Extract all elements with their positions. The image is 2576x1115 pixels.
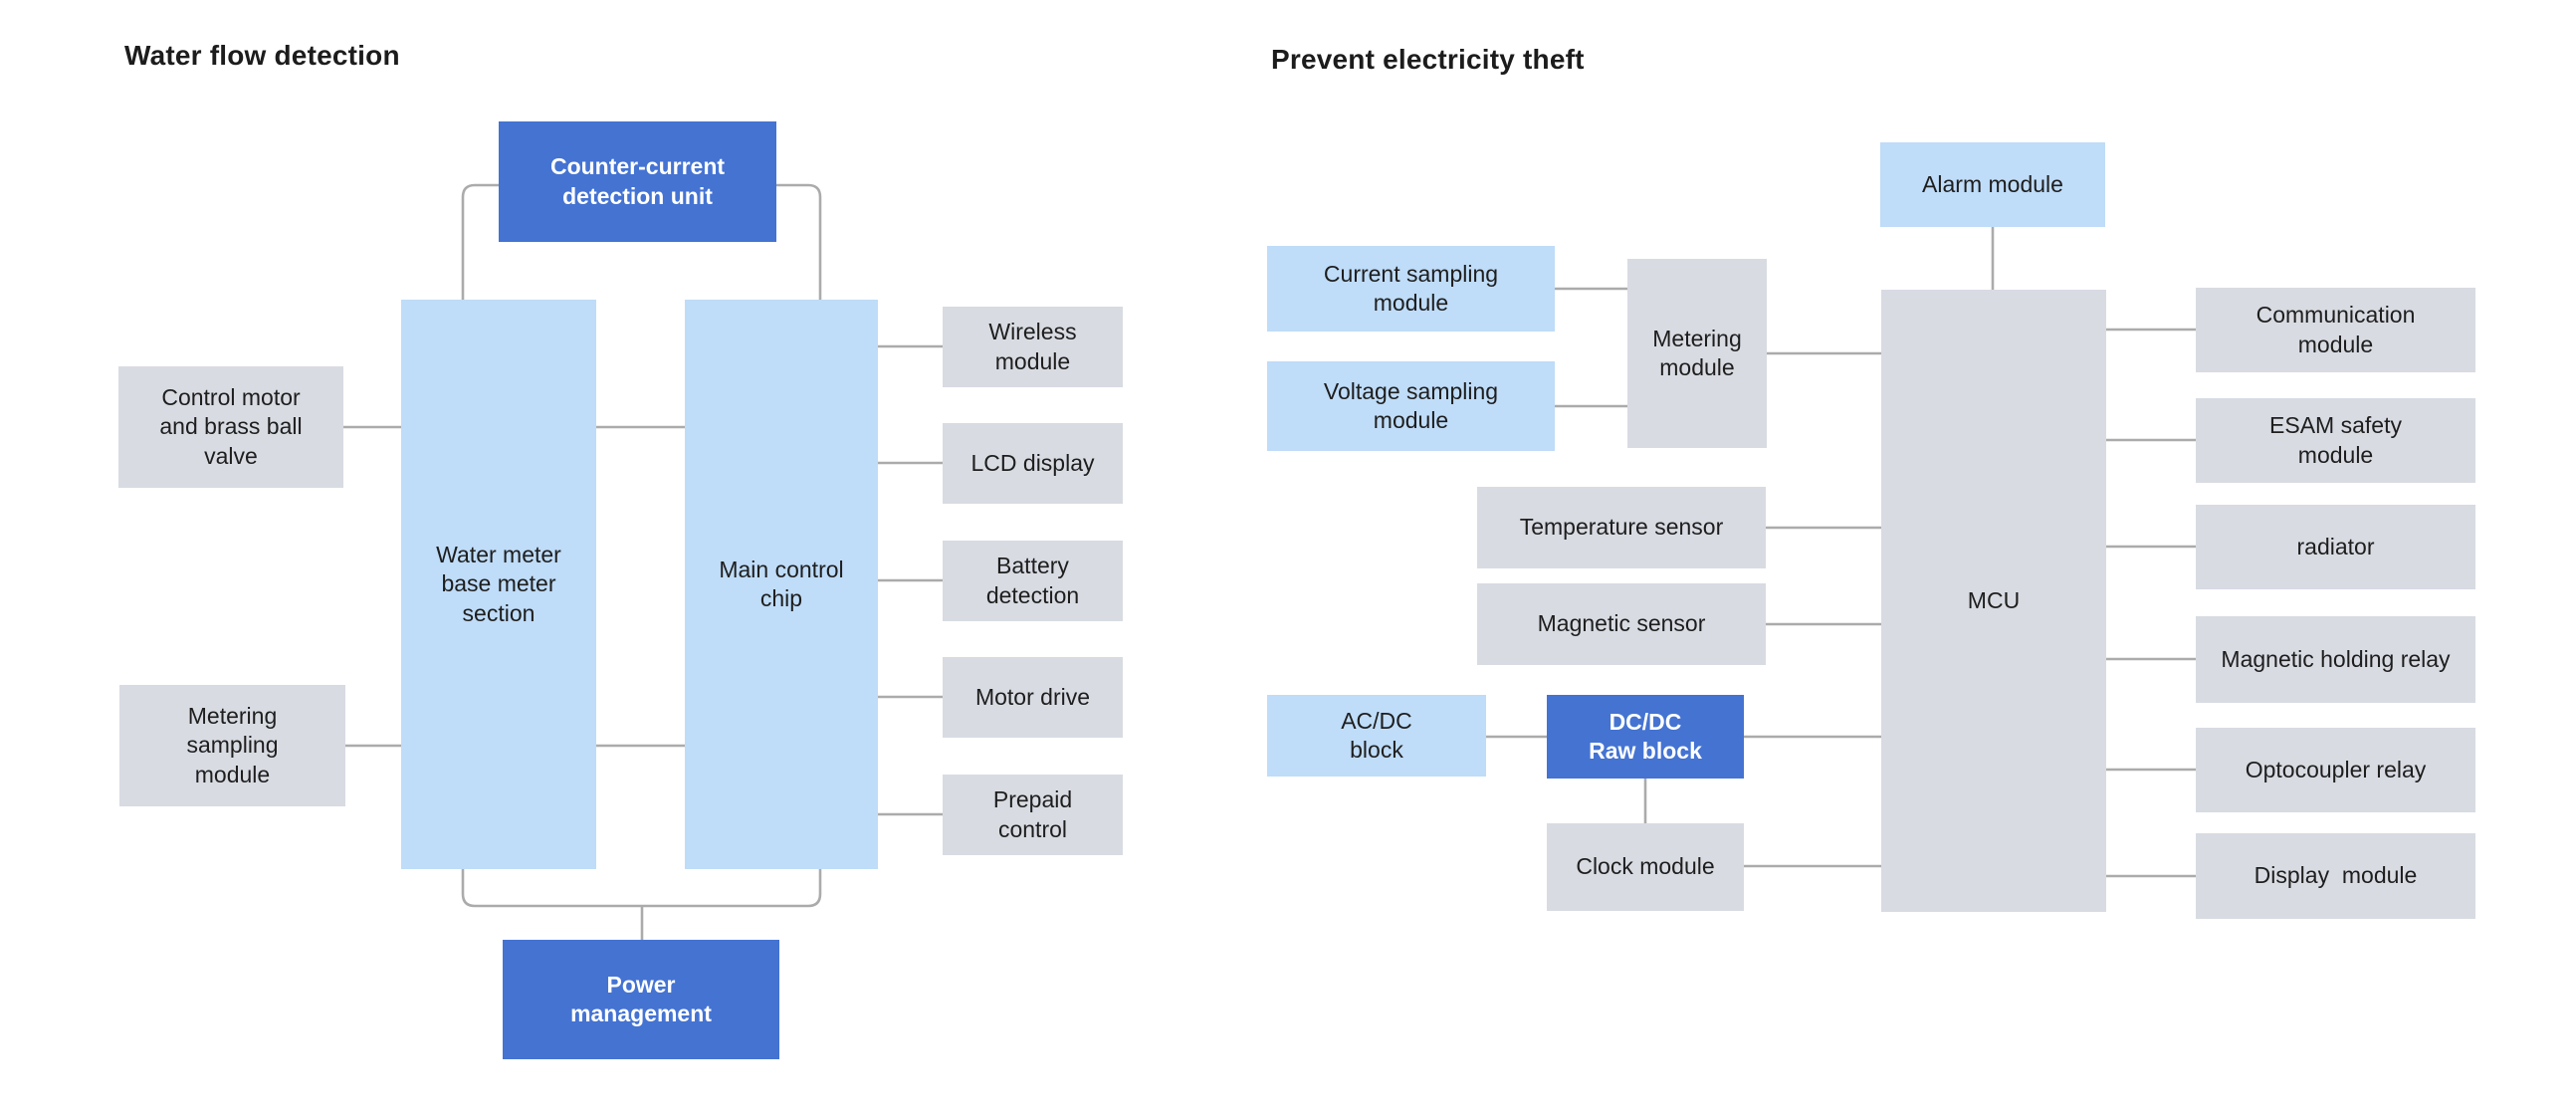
node-prepaid-control: Prepaid control xyxy=(943,775,1123,855)
node-radiator: radiator xyxy=(2196,505,2475,589)
node-label: Magnetic holding relay xyxy=(2221,645,2451,672)
node-clock-module: Clock module xyxy=(1547,823,1744,911)
node-esam-safety-module: ESAM safety module xyxy=(2196,398,2475,483)
node-metering-sampling-module: Metering sampling module xyxy=(119,685,345,806)
node-label: radiator xyxy=(2296,533,2375,559)
node-label: Control motor and brass ball valve xyxy=(159,383,303,469)
node-label: Counter-current detection unit xyxy=(549,153,726,209)
node-label: Power management xyxy=(570,971,712,1026)
node-label: Display module xyxy=(2254,862,2418,889)
node-display-module: Display module xyxy=(2196,833,2475,919)
node-magnetic-sensor: Magnetic sensor xyxy=(1477,583,1766,665)
diagram-title-electricity-theft: Prevent electricity theft xyxy=(1271,44,1585,75)
node-optocoupler-relay: Optocoupler relay xyxy=(2196,728,2475,812)
node-label: Water meter base meter section xyxy=(436,541,561,626)
node-label: ESAM safety module xyxy=(2269,412,2402,468)
edge-counter-current-to-main-chip xyxy=(776,183,822,300)
node-current-sampling-module: Current sampling module xyxy=(1267,246,1555,332)
edge-columns-to-power-bus xyxy=(461,869,822,908)
diagram-title-water-flow: Water flow detection xyxy=(124,40,400,71)
node-label: Main control chip xyxy=(719,556,844,611)
node-label: Communication module xyxy=(2255,302,2416,357)
node-label: Wireless module xyxy=(988,319,1077,374)
node-metering-module: Metering module xyxy=(1627,259,1767,448)
edge-counter-current-to-water-base xyxy=(461,183,499,300)
node-mcu: MCU xyxy=(1881,290,2106,912)
node-motor-drive: Motor drive xyxy=(943,657,1123,738)
node-water-meter-base-section: Water meter base meter section xyxy=(401,300,596,869)
node-label: Current sampling module xyxy=(1323,260,1499,316)
node-power-management: Power management xyxy=(503,940,779,1059)
node-label: AC/DC block xyxy=(1341,707,1412,763)
node-battery-detection: Battery detection xyxy=(943,541,1123,621)
node-label: Clock module xyxy=(1576,853,1715,880)
node-control-motor-brass-ball-valve: Control motor and brass ball valve xyxy=(118,366,343,488)
node-label: MCU xyxy=(1967,586,2021,613)
node-label: Battery detection xyxy=(985,553,1080,608)
node-counter-current-detection-unit: Counter-current detection unit xyxy=(499,121,776,242)
node-main-control-chip: Main control chip xyxy=(685,300,878,869)
node-alarm-module: Alarm module xyxy=(1880,142,2105,227)
node-voltage-sampling-module: Voltage sampling module xyxy=(1267,361,1555,451)
node-acdc-block: AC/DC block xyxy=(1267,695,1486,777)
node-dcdc-raw-block: DC/DC Raw block xyxy=(1547,695,1744,779)
node-label: Prepaid control xyxy=(992,786,1073,842)
node-label: Voltage sampling module xyxy=(1323,377,1499,433)
node-lcd-display: LCD display xyxy=(943,423,1123,504)
node-wireless-module: Wireless module xyxy=(943,307,1123,387)
node-label: DC/DC Raw block xyxy=(1589,708,1702,764)
node-label: Temperature sensor xyxy=(1519,514,1724,541)
node-communication-module: Communication module xyxy=(2196,288,2475,372)
node-label: LCD display xyxy=(970,449,1095,476)
node-magnetic-holding-relay: Magnetic holding relay xyxy=(2196,616,2475,703)
node-label: Alarm module xyxy=(1922,170,2063,197)
node-label: Optocoupler relay xyxy=(2245,756,2427,782)
node-temperature-sensor: Temperature sensor xyxy=(1477,487,1766,568)
node-label: Metering module xyxy=(1652,325,1742,380)
node-label: Magnetic sensor xyxy=(1537,610,1706,637)
node-label: Metering sampling module xyxy=(186,702,279,787)
node-label: Motor drive xyxy=(974,683,1091,710)
